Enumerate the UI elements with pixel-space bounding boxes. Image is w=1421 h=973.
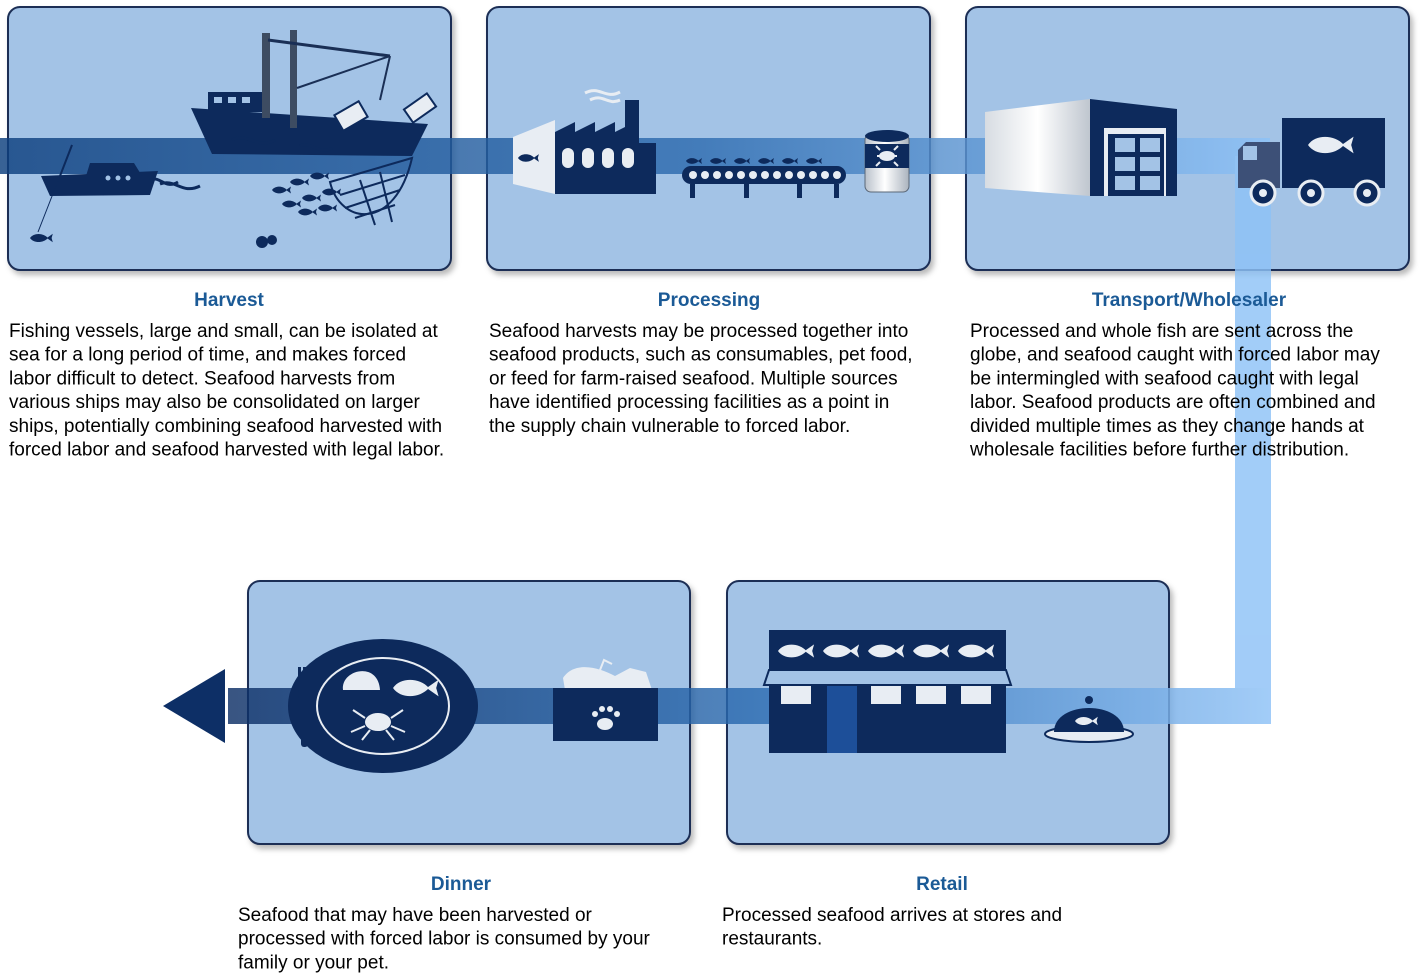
factory-icon bbox=[513, 89, 656, 194]
fish-school-icon bbox=[30, 172, 341, 248]
retail-title: Retail bbox=[916, 874, 968, 895]
ship-icon bbox=[191, 30, 438, 156]
processing-description: Seafood harvests may be processed togeth… bbox=[489, 321, 913, 437]
plate-icon bbox=[288, 639, 478, 773]
harvest-title: Harvest bbox=[194, 290, 264, 311]
can-icon bbox=[864, 130, 910, 193]
cloche-icon bbox=[1044, 696, 1134, 743]
warehouse-icon bbox=[985, 99, 1177, 196]
conveyor-icon bbox=[682, 158, 846, 198]
truck-icon bbox=[1238, 118, 1385, 207]
dinner-title: Dinner bbox=[431, 874, 492, 895]
net-icon bbox=[328, 156, 414, 226]
fork-icon bbox=[298, 667, 311, 747]
processing-title: Processing bbox=[658, 290, 760, 311]
pet-food-box-icon bbox=[553, 658, 658, 741]
transport-title: Transport/Wholesaler bbox=[1092, 290, 1287, 311]
transport-description: Processed and whole fish are sent across… bbox=[969, 321, 1380, 461]
harvest-description: Fishing vessels, large and small, can be… bbox=[9, 321, 444, 461]
store-icon bbox=[762, 630, 1013, 753]
arrow-left-icon bbox=[163, 669, 225, 743]
